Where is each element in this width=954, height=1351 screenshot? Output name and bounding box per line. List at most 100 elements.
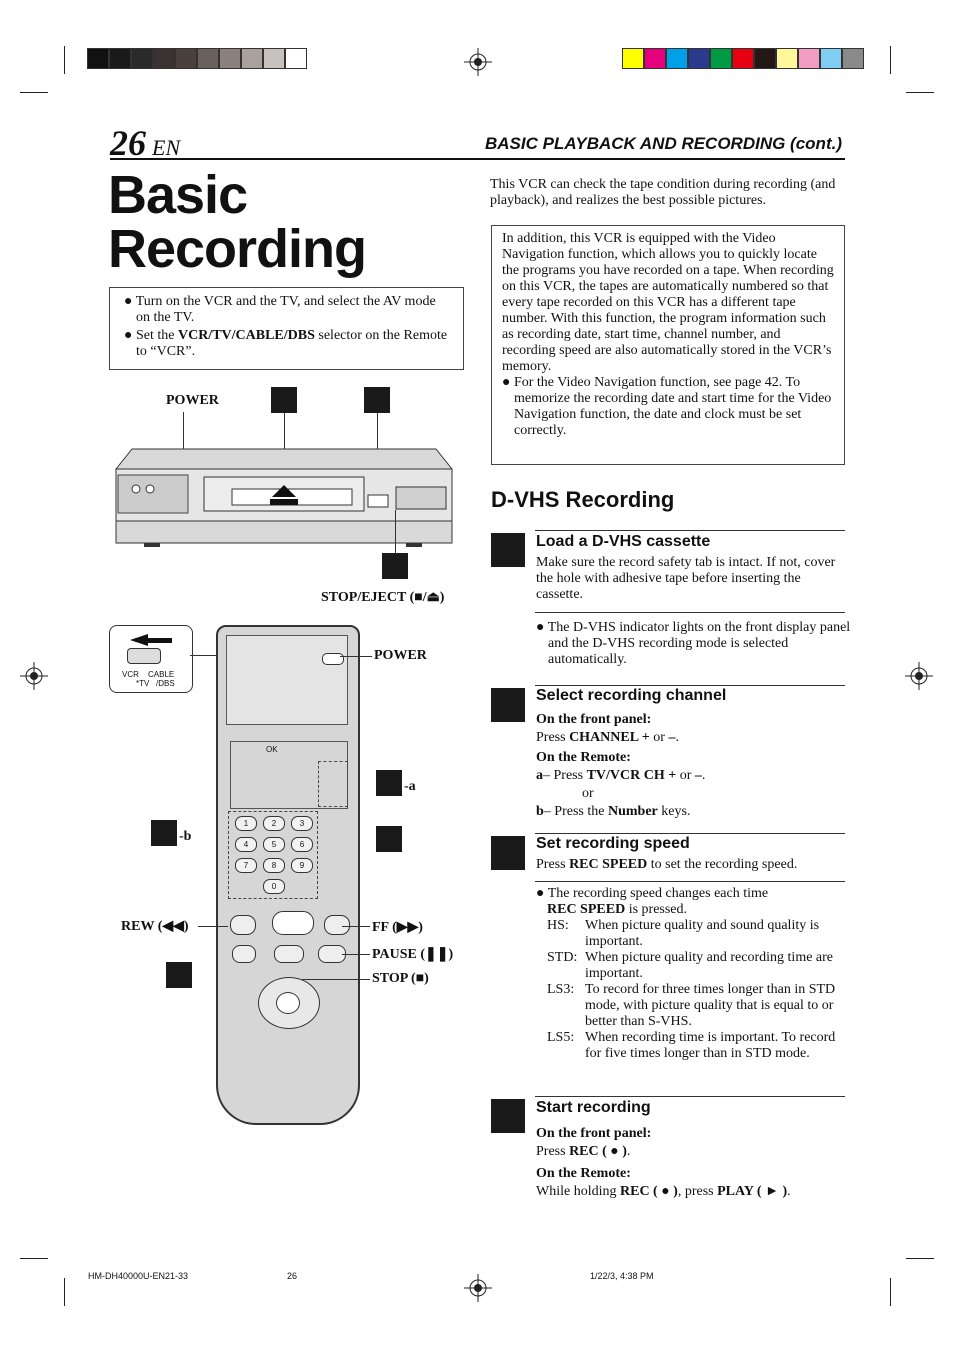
color-swatch	[798, 48, 820, 69]
vcr-power-label: POWER	[166, 393, 219, 408]
gray-swatch	[285, 48, 307, 69]
keypad-button-2[interactable]: 2	[263, 816, 285, 831]
video-navigation-box: In addition, this VCR is equipped with t…	[491, 225, 845, 465]
stop-label: STOP (■)	[372, 971, 429, 986]
callout-line	[198, 926, 228, 927]
callout-line	[190, 655, 230, 656]
speed-code: HS:	[547, 918, 569, 933]
nav-bullet: ● For the Video Navigation function, see…	[502, 375, 832, 438]
stop-button[interactable]	[274, 945, 304, 963]
arrow-left-icon	[130, 634, 148, 646]
step-rule	[535, 1096, 845, 1097]
color-swatch	[710, 48, 732, 69]
keypad-button-8[interactable]: 8	[263, 858, 285, 873]
crop-mark	[64, 46, 65, 74]
selector-switch	[127, 648, 161, 664]
step-1-title: Load a D-VHS cassette	[536, 533, 711, 550]
crop-mark	[906, 92, 934, 93]
rew-button[interactable]	[230, 915, 256, 935]
step-rule	[535, 881, 845, 882]
step-2-body: On the front panel: Press CHANNEL + or –…	[536, 712, 706, 819]
registration-target-icon	[20, 662, 48, 690]
crop-mark	[64, 1278, 65, 1306]
keypad-button-1[interactable]: 1	[235, 816, 257, 831]
selector-tv-label: *TV	[136, 679, 150, 688]
gray-swatch	[87, 48, 109, 69]
intro-text: This VCR can check the tape condition du…	[490, 177, 836, 208]
vcr-step-marker	[382, 553, 408, 579]
rec-button[interactable]	[232, 945, 256, 963]
pause-label: PAUSE (❚❚)	[372, 947, 454, 962]
step-rule	[535, 612, 845, 613]
color-swatch	[688, 48, 710, 69]
ok-button[interactable]	[276, 992, 300, 1014]
keypad-button-0[interactable]: 0	[263, 879, 285, 894]
callout-line	[395, 510, 396, 554]
color-swatch	[644, 48, 666, 69]
selector-dbs-label: /DBS	[156, 679, 175, 688]
gray-swatch	[153, 48, 175, 69]
gray-swatch	[263, 48, 285, 69]
preparation-box: ● Turn on the VCR and the TV, and select…	[109, 287, 464, 370]
play-button[interactable]	[272, 911, 314, 935]
speed-item: LS5:When recording time is important. To…	[536, 1030, 846, 1062]
remote-power-button[interactable]	[322, 653, 344, 665]
step-4-title: Start recording	[536, 1099, 651, 1116]
vcr-step-marker	[364, 387, 390, 413]
footer-page: 26	[287, 1271, 298, 1281]
color-swatch	[622, 48, 644, 69]
gray-swatch	[219, 48, 241, 69]
remote-step-marker-b	[151, 820, 177, 846]
footer-file: HM-DH40000U-EN21-33	[88, 1271, 189, 1281]
speed-desc: To record for three times longer than in…	[585, 982, 836, 1029]
step-3-text: Press REC SPEED to set the recording spe…	[536, 857, 798, 872]
crop-mark	[20, 1258, 48, 1259]
step-1-marker	[491, 533, 525, 567]
remote-step-marker	[166, 962, 192, 988]
gray-swatch	[175, 48, 197, 69]
speed-desc: When picture quality and sound quality i…	[585, 918, 820, 949]
speed-list: HS: When picture quality and sound qualit…	[536, 918, 846, 1062]
keypad-button-5[interactable]: 5	[263, 837, 285, 852]
keypad-button-6[interactable]: 6	[291, 837, 313, 852]
color-swatch	[732, 48, 754, 69]
selector-cable-label: CABLE	[148, 670, 175, 679]
ff-label: FF (▶▶)	[372, 920, 423, 935]
step-2-title: Select recording channel	[536, 687, 727, 704]
speed-code: STD:	[547, 950, 578, 965]
color-swatch	[842, 48, 864, 69]
color-swatch	[820, 48, 842, 69]
gray-swatch	[197, 48, 219, 69]
remote-power-label: POWER	[374, 648, 427, 663]
section-header: BASIC PLAYBACK AND RECORDING (cont.)	[485, 134, 842, 153]
callout-line	[342, 926, 370, 927]
keypad-button-3[interactable]: 3	[291, 816, 313, 831]
remote-a-suffix: -a	[404, 779, 416, 794]
selector-callout: VCR *TV CABLE /DBS	[109, 625, 193, 693]
stop-eject-label: STOP/EJECT (■/⏏)	[321, 590, 445, 605]
header-rule	[110, 158, 845, 160]
remote-step-marker-a	[376, 770, 402, 796]
registration-target-icon	[905, 662, 933, 690]
step-1-text: Make sure the record safety tab is intac…	[536, 555, 836, 602]
speed-item: STD: When picture quality and recording t…	[536, 950, 846, 982]
callout-line	[342, 954, 370, 955]
ff-button[interactable]	[324, 915, 350, 935]
speed-item: LS3:To record for three times longer tha…	[536, 982, 846, 1030]
step-3-title: Set recording speed	[536, 835, 690, 852]
remote-ok-label: OK	[266, 745, 278, 754]
keypad-button-9[interactable]: 9	[291, 858, 313, 873]
speed-item: HS: When picture quality and sound qualit…	[536, 918, 846, 950]
keypad-button-4[interactable]: 4	[235, 837, 257, 852]
rew-label: REW (◀◀)	[121, 919, 189, 934]
color-swatch	[666, 48, 688, 69]
dvhs-heading: D-VHS Recording	[491, 487, 675, 512]
remote-b-suffix: -b	[179, 829, 192, 844]
crop-mark	[890, 1278, 891, 1306]
keypad-button-7[interactable]: 7	[235, 858, 257, 873]
registration-target-icon	[464, 48, 492, 76]
speed-desc: When picture quality and recording time …	[585, 950, 834, 981]
remote-step-marker	[376, 826, 402, 852]
